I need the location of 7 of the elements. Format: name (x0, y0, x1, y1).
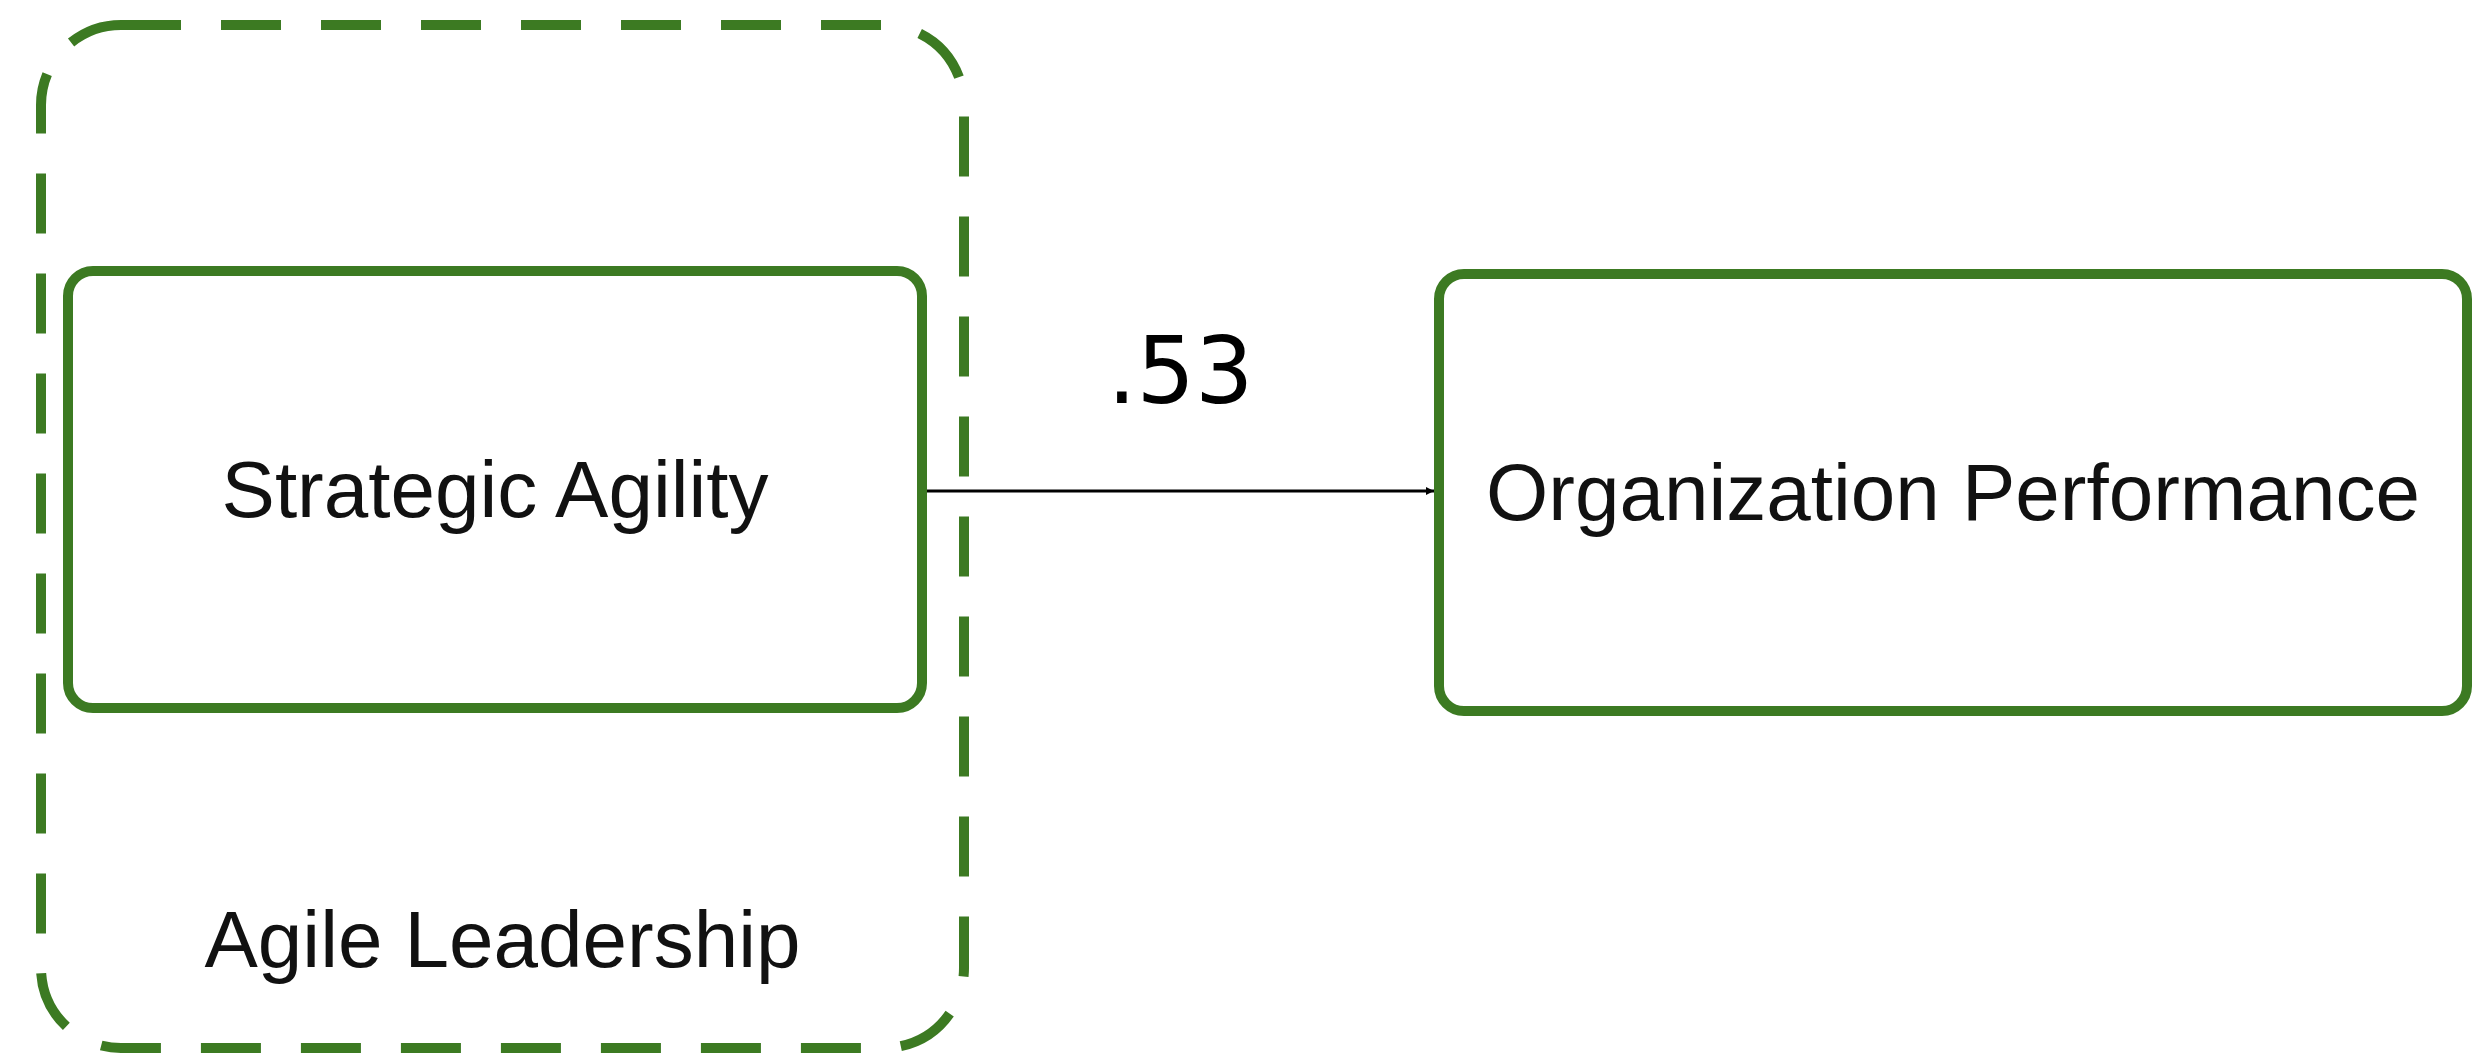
group-title: Agile Leadership (203, 896, 802, 984)
group-box (35, 19, 970, 1054)
process-box (1434, 269, 2472, 716)
node-label: Strategic Agility (220, 445, 770, 534)
node-label: Organization Performance (1485, 448, 2421, 537)
arrow (927, 487, 1434, 495)
process-box (63, 266, 927, 713)
